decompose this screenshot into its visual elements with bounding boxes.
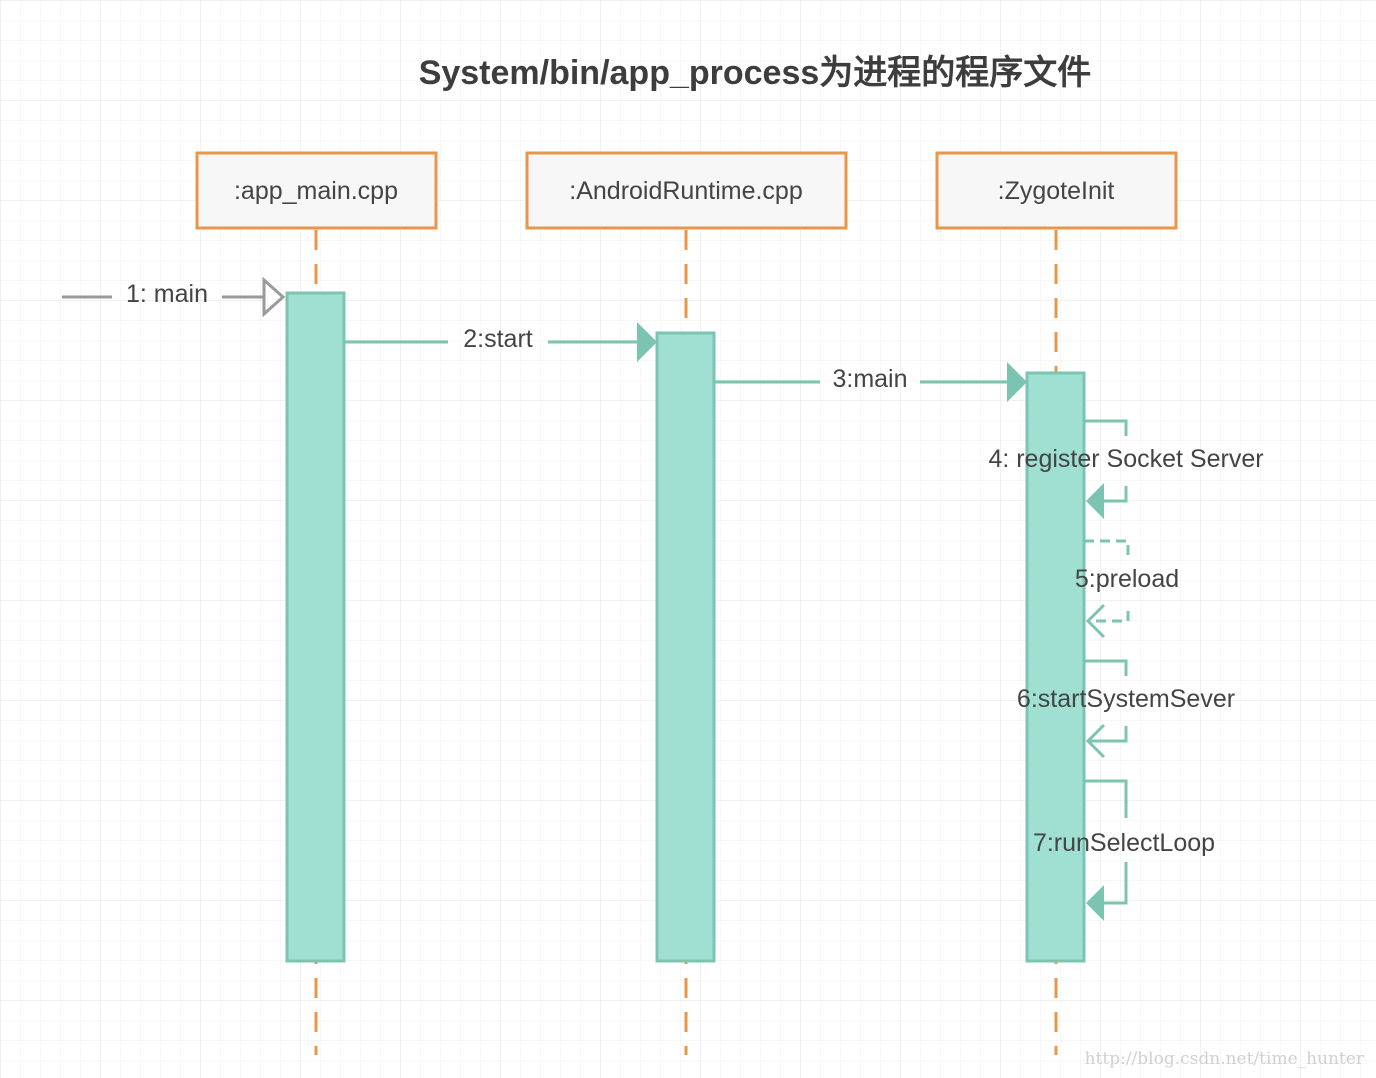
activation-zygote-init xyxy=(1025,371,1086,963)
activations xyxy=(285,291,1086,963)
message-label: 4: register Socket Server xyxy=(988,445,1263,473)
open-arrow-head xyxy=(262,276,286,318)
participant-label: :ZygoteInit xyxy=(998,177,1115,205)
filled-arrow-head xyxy=(1086,483,1104,519)
open-arrow-head xyxy=(1085,603,1106,639)
message-label: 5:preload xyxy=(1075,565,1179,593)
participant-zygote-init: :ZygoteInit xyxy=(935,151,1178,230)
message-label: 3:main xyxy=(832,365,907,393)
message-2-start: 2:start xyxy=(344,322,657,362)
activation-app-main xyxy=(285,291,346,963)
filled-arrow-head xyxy=(1086,885,1104,921)
filled-arrow-head xyxy=(1007,362,1027,402)
message-7-run-select-loop: 7:runSelectLoop xyxy=(1033,779,1215,921)
message-1-main: 1: main xyxy=(62,276,286,318)
open-arrow-head xyxy=(1085,723,1106,759)
filled-arrow-head xyxy=(637,322,657,362)
message-5-preload: 5:preload xyxy=(1075,539,1179,639)
activation-android-runtime xyxy=(655,331,716,963)
message-6-start-system-sever: 6:startSystemSever xyxy=(1017,659,1235,759)
diagram-title: System/bin/app_process为进程的程序文件 xyxy=(419,54,1092,92)
message-label: 7:runSelectLoop xyxy=(1033,829,1215,857)
message-3-main: 3:main xyxy=(714,362,1027,402)
participant-label: :app_main.cpp xyxy=(234,177,398,205)
participant-app-main: :app_main.cpp xyxy=(195,151,438,230)
participant-label: :AndroidRuntime.cpp xyxy=(569,177,802,205)
message-label: 1: main xyxy=(126,280,208,308)
watermark: http://blog.csdn.net/time_hunter xyxy=(1085,1049,1365,1069)
message-label: 2:start xyxy=(463,325,533,353)
message-label: 6:startSystemSever xyxy=(1017,685,1235,713)
participant-android-runtime: :AndroidRuntime.cpp xyxy=(525,151,848,230)
message-4-register-socket-server: 4: register Socket Server xyxy=(988,419,1264,519)
